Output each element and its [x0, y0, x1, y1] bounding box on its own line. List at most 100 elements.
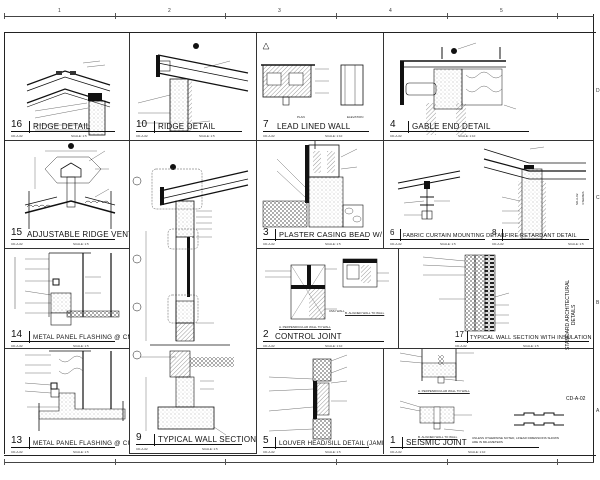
detail-7-lead-lined-wall: PLAN ELEVATION 7 LEAD LINED WALL CD-A-02… — [257, 33, 384, 141]
grid-tick — [4, 459, 5, 465]
sheet-border-right — [593, 14, 594, 462]
detail-5-louver: 5 LOUVER HEAD/SILL DETAIL (JAMB SIM.) CD… — [257, 349, 384, 454]
detail-scale: SCALE: 1:5 — [568, 242, 584, 246]
detail-17-wall-section-insulation: 17 TYPICAL WALL SECTION WITH INSULATION … — [399, 249, 593, 349]
detail-scale: SCALE: 1:5 — [523, 344, 539, 348]
detail-title: LOUVER HEAD/SILL DETAIL (JAMB SIM.) — [279, 440, 383, 447]
plaster-drawing — [262, 141, 364, 228]
detail-title-block: 2 CONTROL JOINT CD-A-02 SCALE: 1:10 — [261, 329, 394, 348]
title-underline — [136, 131, 242, 132]
detail-title-block: 4 GABLE END DETAIL CD-A-02 SCALE: 1:10 — [388, 119, 589, 138]
title-underline — [455, 341, 589, 342]
detail-title: LEAD LINED WALL — [277, 122, 351, 131]
detail-ref: CD-A-02 — [390, 450, 402, 454]
detail-ref: CD-A-02 — [136, 134, 148, 138]
row-letter: B — [596, 300, 600, 306]
detail-title: ADJUSTABLE RIDGE VENTILATOR — [27, 230, 129, 239]
row-letter: D — [596, 88, 600, 94]
detail-number: 4 — [390, 119, 396, 130]
detail-number: 13 — [11, 435, 23, 446]
sheet-border-left — [4, 32, 5, 454]
detail-title: CONTROL JOINT — [275, 332, 342, 341]
flashing-cmu-drawing — [14, 252, 120, 326]
wall-drawing — [261, 42, 364, 106]
title-underline — [390, 131, 529, 132]
detail-scale: SCALE: 1:5 — [440, 242, 456, 246]
sheet-border — [4, 32, 596, 456]
detail-title-block: 17 TYPICAL WALL SECTION WITH INSULATION … — [453, 330, 592, 348]
detail-ref: CD-A-02 — [263, 134, 275, 138]
detail-number: 6 — [390, 228, 395, 237]
detail-title-block: 1 SEISMIC JOINT CD-A-02 SCALE: 1:10 — [388, 435, 589, 454]
detail-ref: CD-A-02 — [263, 242, 275, 246]
sheet-number: CD-A-02 — [566, 396, 586, 402]
title-underline — [263, 447, 369, 448]
grid-number: 3 — [278, 8, 281, 14]
gable-drawing — [400, 42, 517, 135]
detail-number: 17 — [455, 330, 464, 339]
detail-ref: CD-A-02 — [136, 447, 148, 451]
title-separator — [29, 437, 30, 449]
row-letter: C — [596, 195, 600, 201]
detail-title: GABLE END DETAIL — [412, 122, 491, 131]
title-separator — [400, 229, 401, 241]
detail-scale: SCALE: 1:10 — [468, 450, 486, 454]
detail-number: 2 — [263, 329, 269, 340]
detail-scale: SCALE: 1:10 — [458, 134, 476, 138]
curtain-fire-drawing — [397, 146, 586, 240]
detail-number: 7 — [263, 119, 269, 130]
title-separator — [275, 437, 276, 449]
seismic-joint-drawing — [399, 349, 564, 432]
detail-ref: CD-A-02 — [455, 344, 467, 348]
detail-number: 3 — [263, 227, 269, 238]
detail-scale: SCALE: 1:5 — [73, 344, 89, 348]
flashing-curb-drawing — [24, 350, 126, 431]
ridge-drawing — [26, 60, 111, 136]
detail-ref: CD-A-02 — [11, 242, 23, 246]
title-underline — [11, 131, 115, 132]
grid-number: 2 — [168, 8, 171, 14]
title-separator — [29, 121, 30, 133]
detail-title-block-8: 8 FIRE RETARDANT DETAIL CD-A-02 SCALE: 1… — [490, 228, 589, 246]
detail-scale: SCALE: 1:5 — [325, 450, 341, 454]
elevation-label: ELEVATION — [347, 115, 364, 119]
detail-title: METAL PANEL FLASHING @ CMU WALL — [33, 334, 129, 341]
title-separator — [275, 229, 276, 241]
detail-ref: CD-A-02 — [263, 344, 275, 348]
detail-title: METAL PANEL FLASHING @ CURB — [33, 440, 129, 447]
detail-title-block: 9 TYPICAL WALL SECTION CD-A-02 SCALE: 1:… — [134, 433, 256, 451]
detail-number: 1 — [390, 435, 396, 446]
detail-title: TYPICAL WALL SECTION — [158, 435, 257, 444]
detail-title: SEISMIC JOINT — [406, 438, 467, 447]
title-underline — [390, 239, 485, 240]
detail-title: RIDGE DETAIL — [158, 122, 216, 131]
grid-tick — [225, 459, 226, 465]
grid-line-bottom — [4, 462, 594, 463]
title-underline — [390, 447, 539, 448]
detail-title-block: 15 ADJUSTABLE RIDGE VENTILATOR CD-A-02 S… — [9, 228, 129, 246]
detail-ref: CD-A-02 — [390, 134, 402, 138]
dimension-note: UNLESS OTHERWISE NOTED, LINEAR DIMENSION… — [472, 436, 559, 444]
control-joint-b-label: B. ALIGNED WALL TO WALL — [345, 311, 385, 315]
wall-section-drawing — [132, 164, 249, 436]
detail-9-typical-wall-section: 9 TYPICAL WALL SECTION CD-A-02 SCALE: 1:… — [130, 141, 257, 454]
detail-ref: CD-A-02 — [263, 450, 275, 454]
detail-title: FABRIC CURTAIN MOUNTING DETAIL — [403, 233, 507, 239]
detail-title-block: 3 PLASTER CASING BEAD W/ WEEPS CD-A-02 S… — [261, 227, 383, 246]
title-separator — [502, 229, 503, 241]
detail-scale: SCALE: 1:5 — [73, 242, 89, 246]
detail-title-block: 13 METAL PANEL FLASHING @ CURB CD-A-02 S… — [9, 435, 129, 454]
detail-ref: CD-A-02 — [11, 134, 23, 138]
detail-scale: SCALE: 1:10 — [325, 344, 343, 348]
detail-ref: CD-A-02 — [11, 450, 23, 454]
control-joint-drawing — [265, 258, 389, 320]
detail-16-ridge: 16 RIDGE DETAIL CD-A-02 SCALE: 1:5 — [5, 33, 130, 141]
detail-ref: CD-A-02 — [11, 344, 23, 348]
title-separator — [154, 434, 155, 446]
detail-scale: SCALE: 1:5 — [71, 134, 87, 138]
detail-4-gable-end: 4 GABLE END DETAIL CD-A-02 SCALE: 1:10 — [384, 33, 593, 141]
grid-number: 4 — [389, 8, 392, 14]
grid-tick — [115, 459, 116, 465]
seismic-b-label: B. ALIGNED WALL TO WALL — [418, 435, 458, 439]
